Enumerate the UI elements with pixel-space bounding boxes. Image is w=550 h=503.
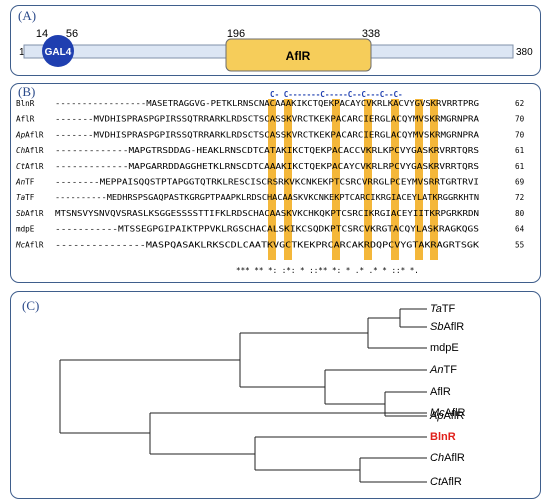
seq-residues-sbaflr: MTSNSVYSNVQVSRASLKSGGESSSSTTIFKLRDSCHACA… xyxy=(55,209,480,218)
seq-name-antf: AnTF xyxy=(15,178,35,187)
cysteine-column-6 xyxy=(415,99,423,260)
seq-residues-antf: --------MEPPAISQQSTPTAPGGTQTRKLRESCISCRS… xyxy=(55,178,479,187)
leaf-ctaflr: CtAflR xyxy=(430,476,462,488)
domain-aflr-start: 196 xyxy=(227,28,245,40)
seq-name-tatf: TaTF xyxy=(16,193,35,202)
cysteine-column-2 xyxy=(284,99,292,260)
tree-branches xyxy=(59,308,427,483)
cysteine-column-4 xyxy=(364,99,372,260)
gal4-domain-label: GAL4 xyxy=(45,47,72,58)
seq-name-sbaflr: SbAflR xyxy=(16,209,44,218)
seq-residues-blnr: -----------------MASETRAGGVG-PETKLRNSCNA… xyxy=(55,99,479,108)
seq-count-chaflr: 61 xyxy=(515,146,525,155)
seq-count-mcaflr: 55 xyxy=(515,240,524,249)
seq-count-ctaflr: 61 xyxy=(515,162,525,171)
leaf-mcaflr: McAflR xyxy=(430,407,466,419)
domain-gal4-start: 14 xyxy=(36,28,48,40)
seq-residues-ctaflr: -------------MAPGARRDDAGGHETKLRNSCDTCAAA… xyxy=(55,162,480,171)
seq-count-blnr: 62 xyxy=(515,99,524,108)
panel-c-label: (C) xyxy=(22,298,40,313)
seq-count-mdpe: 64 xyxy=(515,225,525,234)
aflr-domain-label: AflR xyxy=(286,49,311,63)
protein-end-label: 380 xyxy=(516,47,533,58)
panel-b-label: (B) xyxy=(18,84,36,99)
domain-aflr-end: 338 xyxy=(362,28,380,40)
seq-residues-mcaflr: ---------------MASPQASAKLRKSCDLCAATKVGCT… xyxy=(55,240,480,249)
leaf-chaflr: ChAflR xyxy=(430,452,465,464)
alignment: C- C-------C-----C--C---C--C- BlnR ------… xyxy=(15,90,525,275)
conserved-cysteine-highlights xyxy=(268,99,438,260)
panel-c xyxy=(10,291,541,499)
seq-name-chaflr: ChAflR xyxy=(16,146,44,155)
seq-name-aflr: AflR xyxy=(16,115,35,124)
panel-a-label: (A) xyxy=(18,8,37,23)
seq-residues-chaflr: -------------MAPGTRSDDAG-HEAKLRNSCDTCATA… xyxy=(55,146,480,155)
cysteine-column-7 xyxy=(430,99,438,260)
leaf-antf: AnTF xyxy=(429,364,457,376)
seq-residues-apaflr: -------MVDHISPRASPGPIRSSQTRRARKLRDSCTSCA… xyxy=(55,130,480,139)
seq-count-tatf: 72 xyxy=(515,193,524,202)
protein-start-label: 1 xyxy=(19,47,25,58)
seq-name-mcaflr: McAflR xyxy=(15,240,44,249)
leaf-tatf: TaTF xyxy=(430,303,456,315)
alignment-rows: BlnR -----------------MASETRAGGVG-PETKLRN… xyxy=(15,99,525,249)
consensus-line: *** ** *: :*: * ::** *: * .* .* * ::* *. xyxy=(236,266,419,275)
seq-name-ctaflr: CtAflR xyxy=(16,162,44,171)
seq-residues-tatf: ----------MEDHRSPSGAQPASTKGRGPTPAAPKLRDS… xyxy=(55,193,479,202)
leaf-mdpe: mdpE xyxy=(430,342,459,354)
domain-diagram: 14 56 196 338 1 380 AflR GAL4 xyxy=(19,28,533,72)
seq-name-mdpe: mdpE xyxy=(16,225,35,234)
leaf-aflr: AflR xyxy=(430,386,451,398)
cysteine-column-1 xyxy=(268,99,276,260)
seq-residues-mdpe: -----------MTSSEGPGIPAIKTPPVKLRGSCHACALS… xyxy=(55,225,480,234)
seq-count-antf: 69 xyxy=(515,178,525,187)
seq-name-blnr: BlnR xyxy=(16,99,35,108)
leaf-blnr: BlnR xyxy=(430,431,456,443)
seq-count-apaflr: 70 xyxy=(515,130,525,139)
aflr-domain-box xyxy=(225,38,372,72)
seq-count-aflr: 70 xyxy=(515,115,525,124)
seq-count-sbaflr: 80 xyxy=(515,209,525,218)
seq-residues-aflr: -------MVDHISPRASPGPIRSSQTRRARKLRDSCTSCA… xyxy=(55,115,480,124)
cysteine-column-5 xyxy=(391,99,399,260)
domain-gal4-end: 56 xyxy=(66,28,78,40)
gal4-domain-circle xyxy=(42,35,74,67)
seq-name-apaflr: ApAflR xyxy=(15,130,44,139)
motif-line: C- C-------C-----C--C---C--C- xyxy=(270,90,403,99)
leaf-sbaflr: SbAflR xyxy=(430,321,464,333)
leaf-apaflr: ApAflR xyxy=(429,410,464,422)
cysteine-column-3 xyxy=(332,99,340,260)
